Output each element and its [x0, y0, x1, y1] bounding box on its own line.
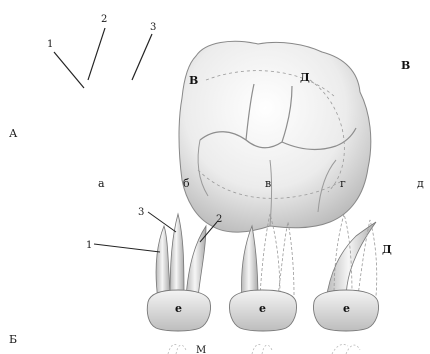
root-pointer-1 — [94, 244, 160, 252]
column-label-b: б — [183, 177, 190, 190]
root-pointer-3 — [148, 212, 176, 232]
crown-label-d: Д — [300, 71, 310, 84]
tooth-middle-root-dashed-2 — [278, 222, 294, 296]
pointer-line-2 — [88, 28, 105, 80]
top-label-1: 1 — [47, 39, 53, 50]
tooth-middle-root — [241, 226, 258, 300]
crown-label-v: В — [189, 74, 198, 87]
bottom-sketch-3 — [332, 344, 360, 354]
tooth-right-label-d: Д — [382, 243, 392, 256]
column-label-a: а — [98, 177, 105, 190]
pointer-line-3 — [132, 34, 152, 80]
crown-body — [179, 41, 371, 232]
tooth-left-root-3 — [170, 214, 184, 296]
top-label-2: 2 — [101, 14, 107, 25]
section-label-b: Б — [9, 333, 17, 346]
tooth-left-root-2 — [186, 226, 206, 298]
tooth-left-root-1 — [156, 226, 170, 300]
pointer-line-1 — [54, 52, 84, 88]
column-label-d: д — [417, 177, 424, 190]
bottom-sketch-1 — [168, 344, 186, 354]
tooth-left-label-e: е — [175, 302, 182, 315]
top-label-3: 3 — [150, 22, 156, 33]
molar-crown — [179, 41, 371, 232]
section-label-a: А — [9, 127, 18, 140]
root-label-2: 2 — [216, 214, 222, 225]
column-label-v: в — [265, 177, 271, 190]
root-label-1: 1 — [86, 240, 92, 251]
tooth-right-label-e: е — [343, 302, 350, 315]
top-pointer-lines — [54, 28, 152, 88]
bottom-sketch-2 — [252, 344, 272, 354]
root-label-3: 3 — [138, 207, 144, 218]
bottom-label-m: М — [196, 345, 206, 354]
tooth-right-root-dashed-2 — [358, 220, 377, 296]
column-label-g: г — [340, 177, 346, 190]
section-label-v: В — [401, 59, 410, 72]
tooth-middle-label-e: е — [259, 302, 266, 315]
